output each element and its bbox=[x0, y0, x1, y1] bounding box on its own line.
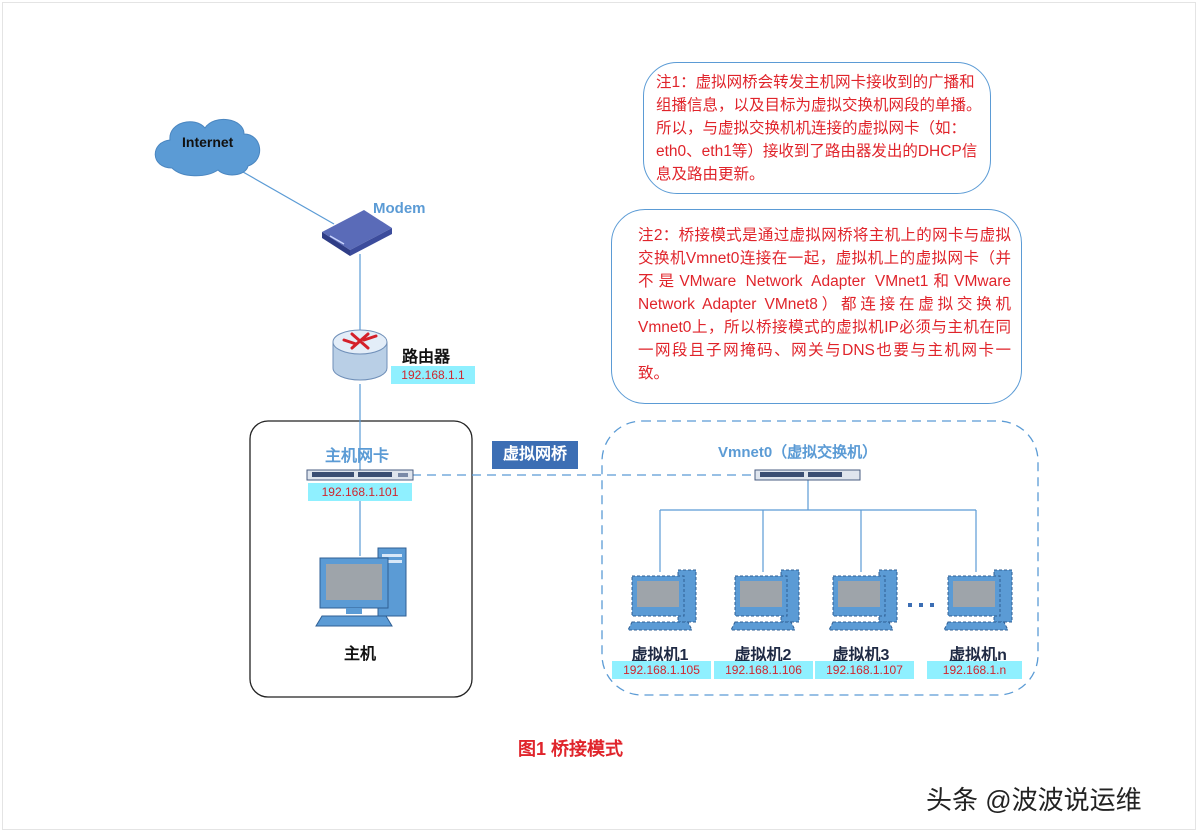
watermark: 头条 @波波说运维 bbox=[926, 785, 1142, 815]
router-ip: 192.168.1.1 bbox=[391, 366, 475, 384]
ellipsis-dots bbox=[908, 603, 934, 607]
modem-label: Modem bbox=[373, 200, 426, 217]
modem-icon bbox=[322, 210, 392, 256]
vm3-label: 虚拟机3 bbox=[832, 647, 890, 664]
host-label: 主机 bbox=[344, 646, 377, 663]
note-2: 注2：桥接模式是通过虚拟网桥将主机上的网卡与虚拟交换机Vmnet0连接在一起，虚… bbox=[611, 209, 1022, 404]
host-nic-label: 主机网卡 bbox=[325, 448, 390, 465]
router-label: 路由器 bbox=[402, 349, 451, 366]
virtual-network-box bbox=[601, 420, 1039, 696]
host-computer-icon bbox=[315, 547, 407, 627]
vswitch-icon bbox=[754, 469, 861, 481]
vm3-computer-icon bbox=[828, 569, 898, 631]
vm1-label: 虚拟机1 bbox=[631, 647, 689, 664]
internet-cloud-icon bbox=[154, 119, 260, 177]
vmn-ip: 192.168.1.n bbox=[927, 661, 1022, 679]
host-nic-ip: 192.168.1.101 bbox=[308, 483, 412, 501]
vm1-computer-icon bbox=[627, 569, 697, 631]
internet-label: Internet bbox=[182, 134, 234, 150]
vswitch-label: Vmnet0（虚拟交换机） bbox=[718, 444, 878, 461]
vmn-computer-icon bbox=[943, 569, 1013, 631]
vm2-label: 虚拟机2 bbox=[734, 647, 792, 664]
virtual-bridge-tag: 虚拟网桥 bbox=[492, 441, 578, 469]
vm2-computer-icon bbox=[730, 569, 800, 631]
vm2-ip: 192.168.1.106 bbox=[714, 661, 813, 679]
vm1-ip: 192.168.1.105 bbox=[612, 661, 711, 679]
router-icon bbox=[332, 329, 388, 381]
host-nic-icon bbox=[306, 469, 414, 481]
note-1: 注1：虚拟网桥会转发主机网卡接收到的广播和组播信息，以及目标为虚拟交换机网段的单… bbox=[643, 62, 991, 194]
figure-caption: 图1 桥接模式 bbox=[518, 739, 624, 759]
vm3-ip: 192.168.1.107 bbox=[815, 661, 914, 679]
host-box bbox=[249, 420, 473, 698]
vmn-label: 虚拟机n bbox=[949, 647, 1007, 664]
